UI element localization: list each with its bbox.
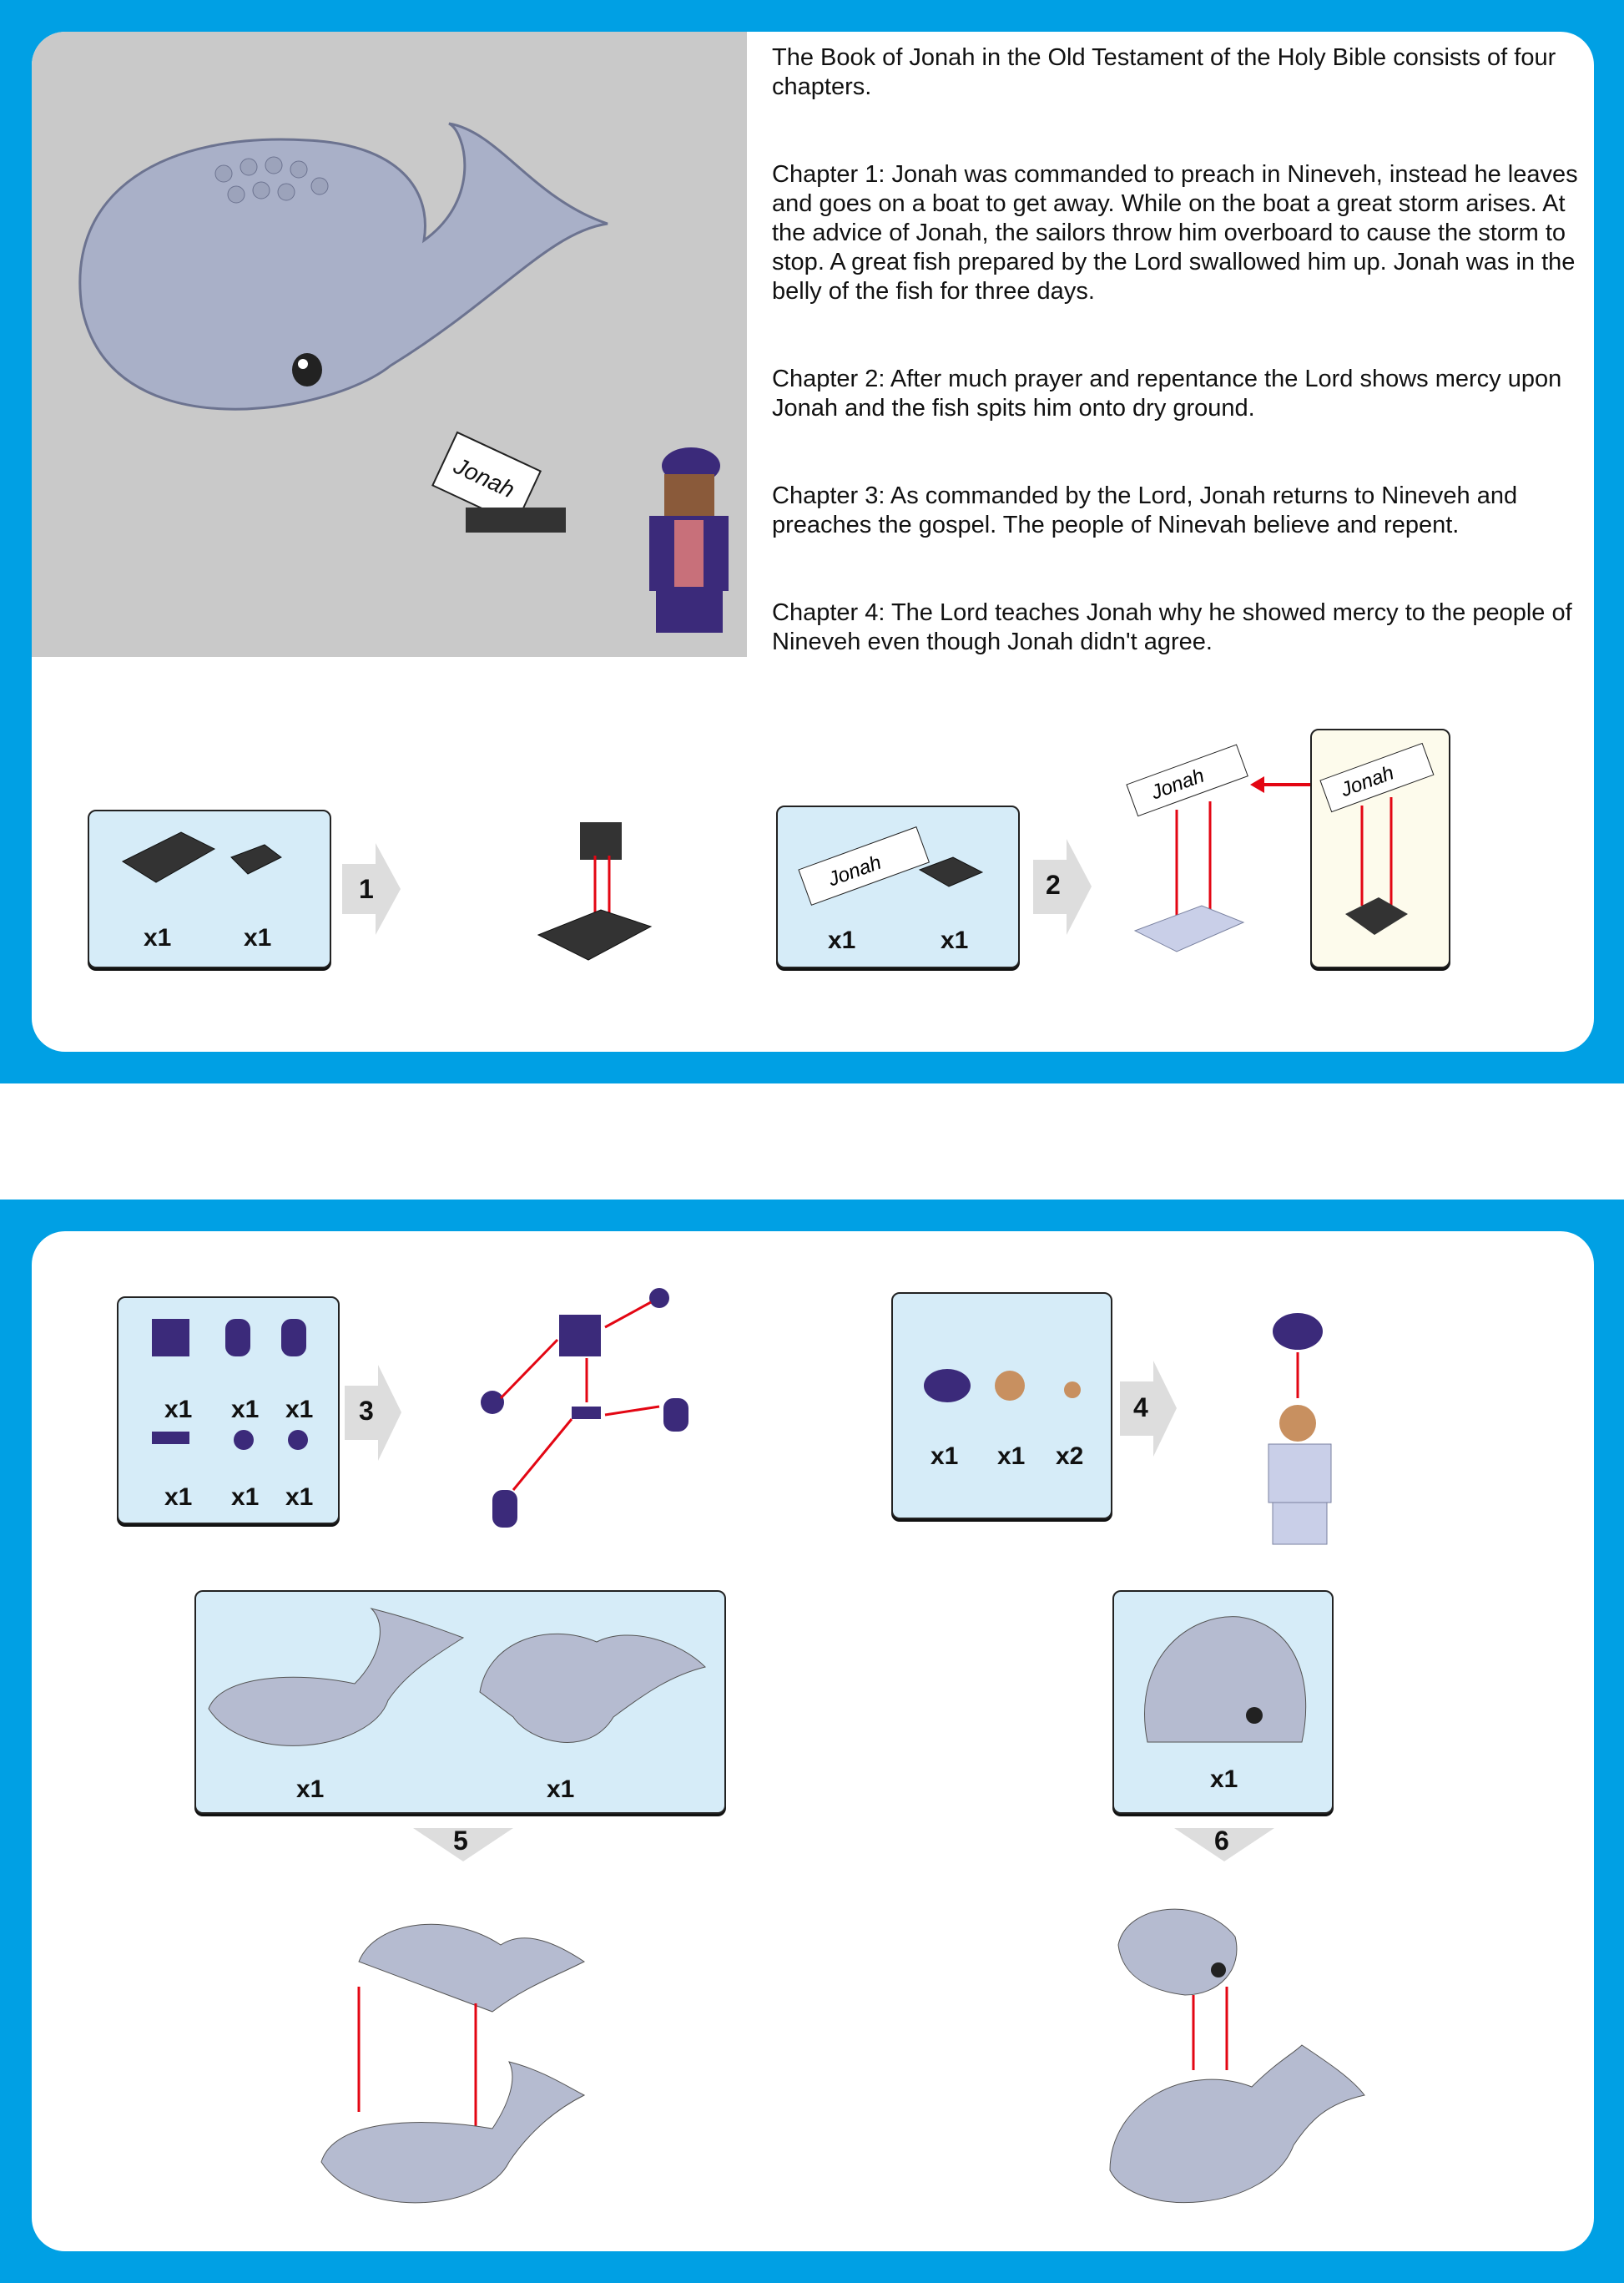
- step-1-number: 1: [359, 874, 374, 904]
- step-2-arrow-icon: [1033, 839, 1092, 935]
- step-1-qty-1: x1: [144, 924, 172, 952]
- step-6-number: 6: [1214, 1826, 1229, 1856]
- step-1-assembly: [537, 822, 653, 961]
- chapter-3-paragraph: Chapter 3: As commanded by the Lord, Jon…: [772, 482, 1518, 538]
- step-3-assembly: [481, 1288, 688, 1528]
- step-5-qty-1: x1: [296, 1775, 325, 1803]
- step-4-assembly: [1268, 1313, 1332, 1545]
- step-2-qty-1: x1: [828, 927, 856, 954]
- step-3-qty-1: x1: [164, 1396, 193, 1423]
- step-3-number: 3: [359, 1396, 374, 1426]
- step-5-qty-2: x1: [547, 1775, 575, 1803]
- step-6-qty-1: x1: [1210, 1765, 1238, 1793]
- step-1-arrow-icon: [342, 843, 401, 935]
- step-6-arrow-icon: [1174, 1828, 1274, 1861]
- chapter-2-paragraph: Chapter 2: After much prayer and repenta…: [772, 366, 1562, 422]
- step-2-assembly: Jonah: [1126, 744, 1310, 952]
- step-5-arrow-icon: [413, 1828, 513, 1861]
- step-4-number: 4: [1133, 1392, 1148, 1422]
- step-2-number: 2: [1046, 870, 1061, 900]
- step-4-parts: [924, 1369, 1081, 1402]
- jonah-minifigure: [649, 447, 729, 633]
- whale-illustration: Jonah: [78, 122, 729, 633]
- step-2-parts: Jonah: [798, 826, 984, 906]
- step-6-parts-box: x1: [1112, 1590, 1334, 1814]
- step-4-qty-2: x1: [997, 1442, 1026, 1470]
- step-3-qty-4: x1: [164, 1483, 193, 1511]
- step-1-qty-2: x1: [244, 924, 272, 952]
- story-text: The Book of Jonah in the Old Testament o…: [772, 43, 1590, 715]
- jonah-sign: Jonah: [431, 431, 542, 526]
- step-5-parts-box: x1 x1: [194, 1590, 726, 1814]
- step-3-qty-5: x1: [231, 1483, 260, 1511]
- step-3-arrow-icon: [345, 1365, 401, 1461]
- step-5-assembly: [320, 1923, 586, 2204]
- chapter-4-paragraph: Chapter 4: The Lord teaches Jonah why he…: [772, 599, 1572, 655]
- step-2-callout-assembly: Jonah: [1319, 742, 1435, 935]
- step-3-qty-2: x1: [231, 1396, 260, 1423]
- step-3-qty-6: x1: [285, 1483, 314, 1511]
- step-2-qty-2: x1: [941, 927, 969, 954]
- step-3-parts: [152, 1319, 308, 1450]
- step-1-parts-box: x1 x1: [88, 810, 331, 968]
- step-4-qty-1: x1: [931, 1442, 959, 1470]
- step-1-parts: [121, 831, 282, 883]
- step-5-number: 5: [453, 1826, 468, 1856]
- step-4-qty-3: x2: [1056, 1442, 1084, 1470]
- intro-paragraph: The Book of Jonah in the Old Testament o…: [772, 44, 1556, 100]
- step-6-assembly: [1109, 1908, 1365, 2204]
- step-6-parts: [1144, 1616, 1307, 1743]
- chapter-1-paragraph: Chapter 1: Jonah was commanded to preach…: [772, 161, 1578, 305]
- step-5-parts: [208, 1608, 706, 1746]
- step-3-qty-3: x1: [285, 1396, 314, 1423]
- step-2-parts-box: Jonah x1 x1: [776, 806, 1020, 968]
- step-4-parts-box: x1 x1 x2: [891, 1292, 1112, 1519]
- step-2-callout-box: Jonah: [1310, 729, 1450, 968]
- step-4-arrow-icon: [1120, 1361, 1177, 1457]
- step-3-parts-box: x1 x1 x1 x1 x1 x1: [117, 1296, 340, 1524]
- whale-jonah-photo: Jonah: [32, 32, 747, 657]
